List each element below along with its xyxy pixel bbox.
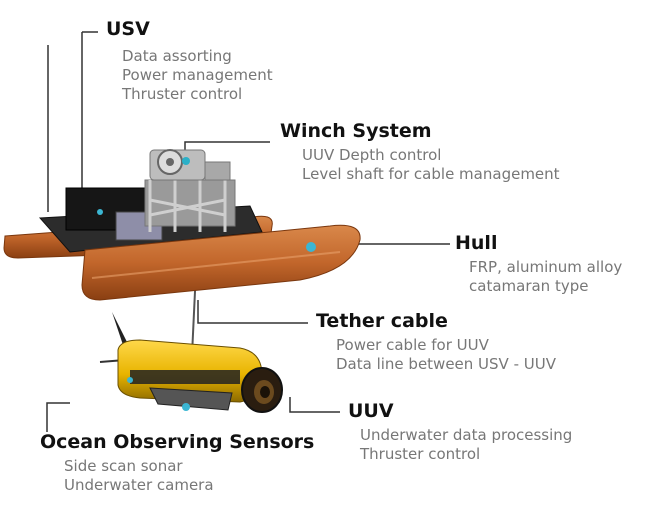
winch-line: Level shaft for cable management [302, 164, 560, 183]
uuv-sensor-pack [149, 387, 233, 411]
tether-line: Data line between USV - UUV [336, 354, 556, 373]
hull-sensor [306, 242, 316, 252]
sensors-line: Underwater camera [64, 475, 214, 494]
uuv-description: Underwater data processing Thruster cont… [360, 426, 572, 464]
hull-title: Hull [455, 232, 498, 254]
usv-sensor [97, 209, 103, 215]
sensors-line: Side scan sonar [64, 456, 183, 475]
winch-line: UUV Depth control [302, 145, 442, 164]
tether-description: Power cable for UUV Data line between US… [336, 336, 556, 374]
winch-label: Winch System UUV Depth control Level sha… [280, 120, 560, 184]
tether-line: Power cable for UUV [336, 335, 489, 354]
winch-title: Winch System [280, 120, 432, 142]
hull-line: FRP, aluminum alloy [469, 257, 623, 276]
usv-vessel [3, 149, 361, 301]
hull-description: FRP, aluminum alloy catamaran type [469, 258, 622, 296]
hull-label: Hull FRP, aluminum alloy catamaran type [455, 232, 622, 296]
uuv-vehicle [99, 312, 283, 413]
uuv-title: UUV [348, 400, 394, 422]
uuv-leader-line [289, 397, 340, 413]
usv-line: Thruster control [122, 84, 243, 103]
winch-sensor [182, 157, 190, 165]
sensors-title: Ocean Observing Sensors [40, 431, 315, 453]
winch-description: UUV Depth control Level shaft for cable … [302, 146, 560, 184]
usv-title: USV [106, 18, 150, 40]
usv-line: Power management [122, 65, 273, 84]
uuv-line: Underwater data processing [360, 425, 573, 444]
uuv-label: UUV Underwater data processing Thruster … [348, 400, 572, 464]
uuv-line: Thruster control [360, 444, 481, 463]
sensors-leader-line [46, 402, 70, 432]
usv-description: Data assorting Power management Thruster… [122, 47, 273, 104]
tether-leader-line [197, 300, 308, 324]
usv-label: USV Data assorting Power management Thru… [106, 18, 273, 104]
front-hull [81, 224, 361, 301]
hull-line: catamaran type [469, 276, 589, 295]
sensors-description: Side scan sonar Underwater camera [64, 457, 314, 495]
tether-label: Tether cable Power cable for UUV Data li… [316, 310, 556, 374]
tether-title: Tether cable [316, 310, 448, 332]
usv-line: Data assorting [122, 46, 232, 65]
sensors-label: Ocean Observing Sensors Side scan sonar … [40, 431, 315, 495]
